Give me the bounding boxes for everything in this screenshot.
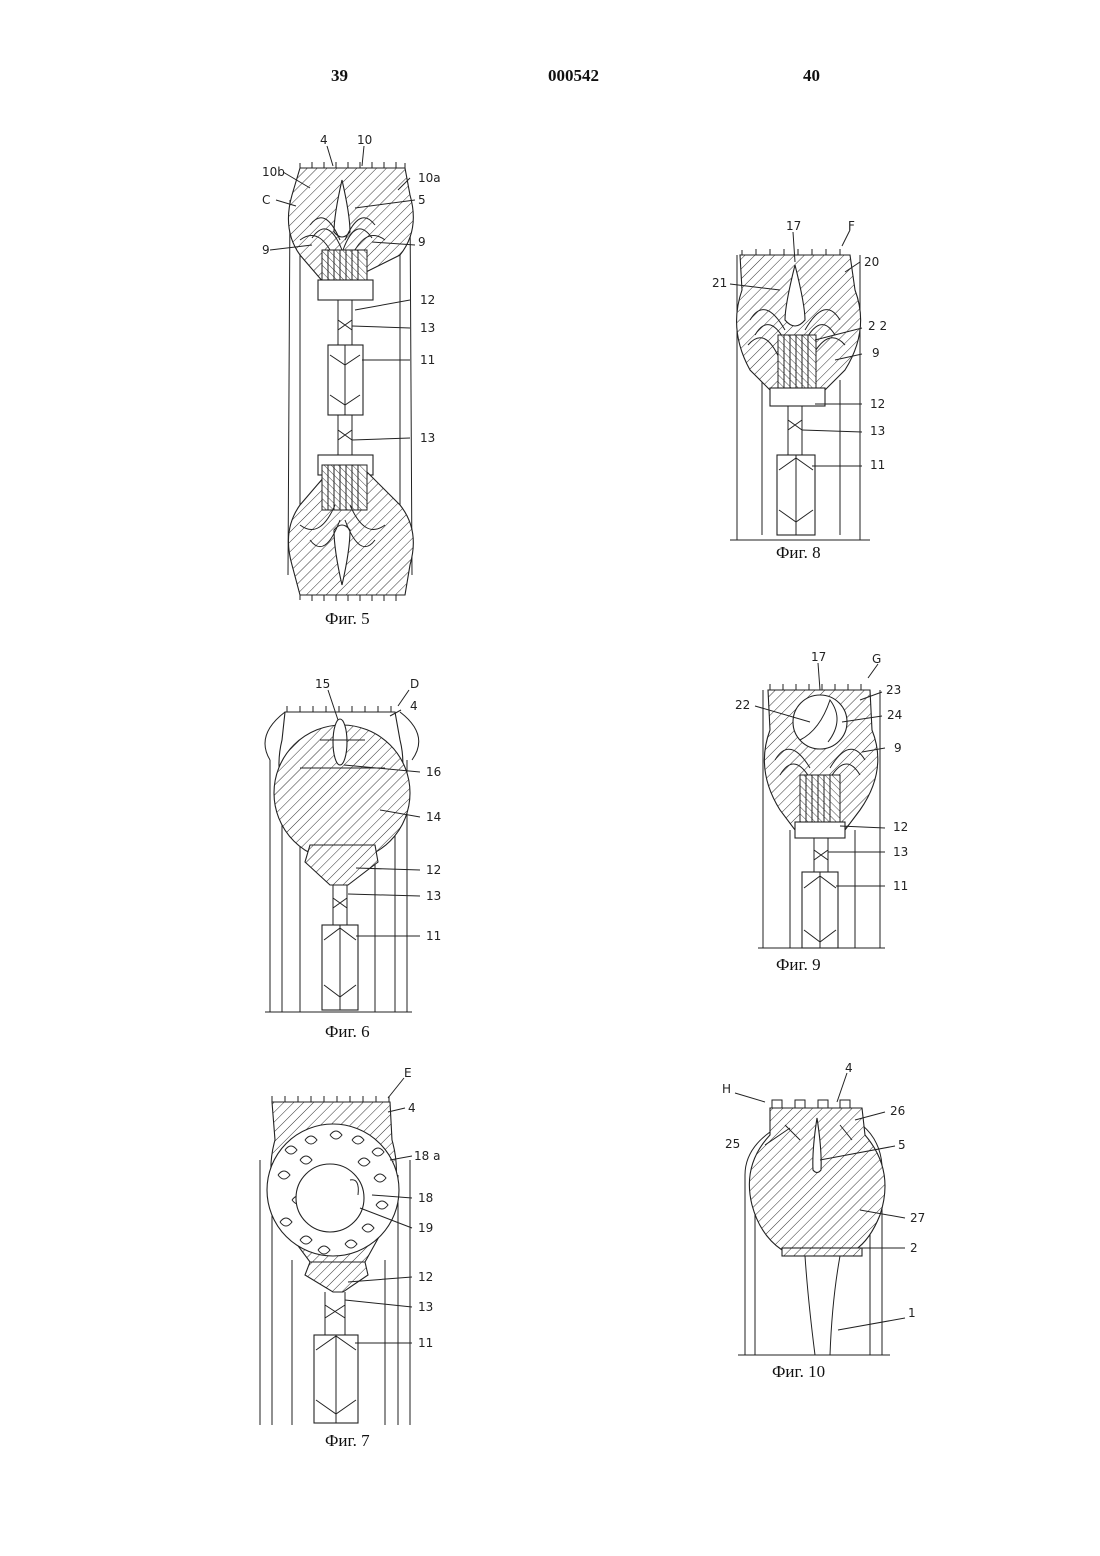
fig5-label-9-right: 9 [418, 235, 426, 249]
fig9-label-9: 9 [894, 741, 902, 755]
fig5-label-11: 11 [420, 353, 435, 367]
fig9-label-G: G [872, 652, 881, 666]
fig7-label-13: 13 [418, 1300, 433, 1314]
fig5-label-9-left: 9 [262, 243, 270, 257]
fig9-label-22: 22 [735, 698, 750, 712]
fig8-label-21: 21 [712, 276, 727, 290]
fig10-label-25: 25 [725, 1137, 740, 1151]
left-page-number: 39 [331, 66, 348, 86]
fig8-label-13: 13 [870, 424, 885, 438]
fig10-label-4: 4 [845, 1061, 853, 1075]
fig7-label-19: 19 [418, 1221, 433, 1235]
fig9-label-12: 12 [893, 820, 908, 834]
fig6-label-D: D [410, 677, 419, 691]
fig9-label-23: 23 [886, 683, 901, 697]
fig7-label-4: 4 [408, 1101, 416, 1115]
figure-7-drawing: E 4 18 a 18 19 12 13 11 [255, 1060, 455, 1435]
fig8-label-12: 12 [870, 397, 885, 411]
fig9-caption: Фиг. 9 [776, 955, 821, 975]
fig6-label-4: 4 [410, 699, 418, 713]
fig6-label-14: 14 [426, 810, 441, 824]
fig7-label-12: 12 [418, 1270, 433, 1284]
fig6-caption: Фиг. 6 [325, 1022, 370, 1042]
fig7-label-18: 18 [418, 1191, 433, 1205]
fig5-label-5: 5 [418, 193, 426, 207]
fig5-label-C: C [262, 193, 270, 207]
fig10-caption: Фиг. 10 [772, 1362, 825, 1382]
fig6-label-16: 16 [426, 765, 441, 779]
fig8-label-22: 2 2 [868, 319, 887, 333]
fig9-label-11: 11 [893, 879, 908, 893]
figure-9-drawing: 17 G 23 22 24 9 12 13 11 [725, 650, 915, 960]
fig6-label-12: 12 [426, 863, 441, 877]
fig10-label-5: 5 [898, 1138, 906, 1152]
fig7-caption: Фиг. 7 [325, 1431, 370, 1451]
fig8-caption: Фиг. 8 [776, 543, 821, 563]
fig6-label-13: 13 [426, 889, 441, 903]
fig5-caption: Фиг. 5 [325, 609, 370, 629]
fig5-label-13-bottom: 13 [420, 431, 435, 445]
figure-10-drawing: 4 H 26 25 5 27 2 1 [720, 1060, 920, 1360]
fig5-label-10b: 10b [262, 165, 285, 179]
fig9-label-24: 24 [887, 708, 902, 722]
fig6-label-15: 15 [315, 677, 330, 691]
fig8-label-11: 11 [870, 458, 885, 472]
fig8-label-17: 17 [786, 219, 801, 233]
figure-5-drawing: 4 10 10b 10a C 5 9 9 12 13 11 13 [255, 130, 455, 610]
fig9-label-17: 17 [811, 650, 826, 664]
fig7-label-18a: 18 a [414, 1149, 440, 1163]
fig6-label-11: 11 [426, 929, 441, 943]
fig10-label-1: 1 [908, 1306, 916, 1320]
right-page-number: 40 [803, 66, 820, 86]
fig5-label-10: 10 [357, 133, 372, 147]
fig7-label-11: 11 [418, 1336, 433, 1350]
figure-6-drawing: 15 D 4 16 14 12 13 11 [255, 670, 455, 1020]
fig8-label-20: 20 [864, 255, 879, 269]
fig9-label-13: 13 [893, 845, 908, 859]
fig10-label-27: 27 [910, 1211, 925, 1225]
fig5-label-12: 12 [420, 293, 435, 307]
fig7-label-E: E [404, 1066, 412, 1080]
fig5-label-10a: 10a [418, 171, 441, 185]
fig5-label-4: 4 [320, 133, 328, 147]
fig10-label-2: 2 [910, 1241, 918, 1255]
fig8-label-9: 9 [872, 346, 880, 360]
figure-8-drawing: 17 F 20 21 2 2 9 12 13 11 [705, 215, 895, 545]
fig10-label-26: 26 [890, 1104, 905, 1118]
fig8-label-F: F [848, 219, 855, 233]
document-number: 000542 [548, 66, 599, 86]
fig5-label-13-top: 13 [420, 321, 435, 335]
fig10-label-H: H [722, 1082, 731, 1096]
